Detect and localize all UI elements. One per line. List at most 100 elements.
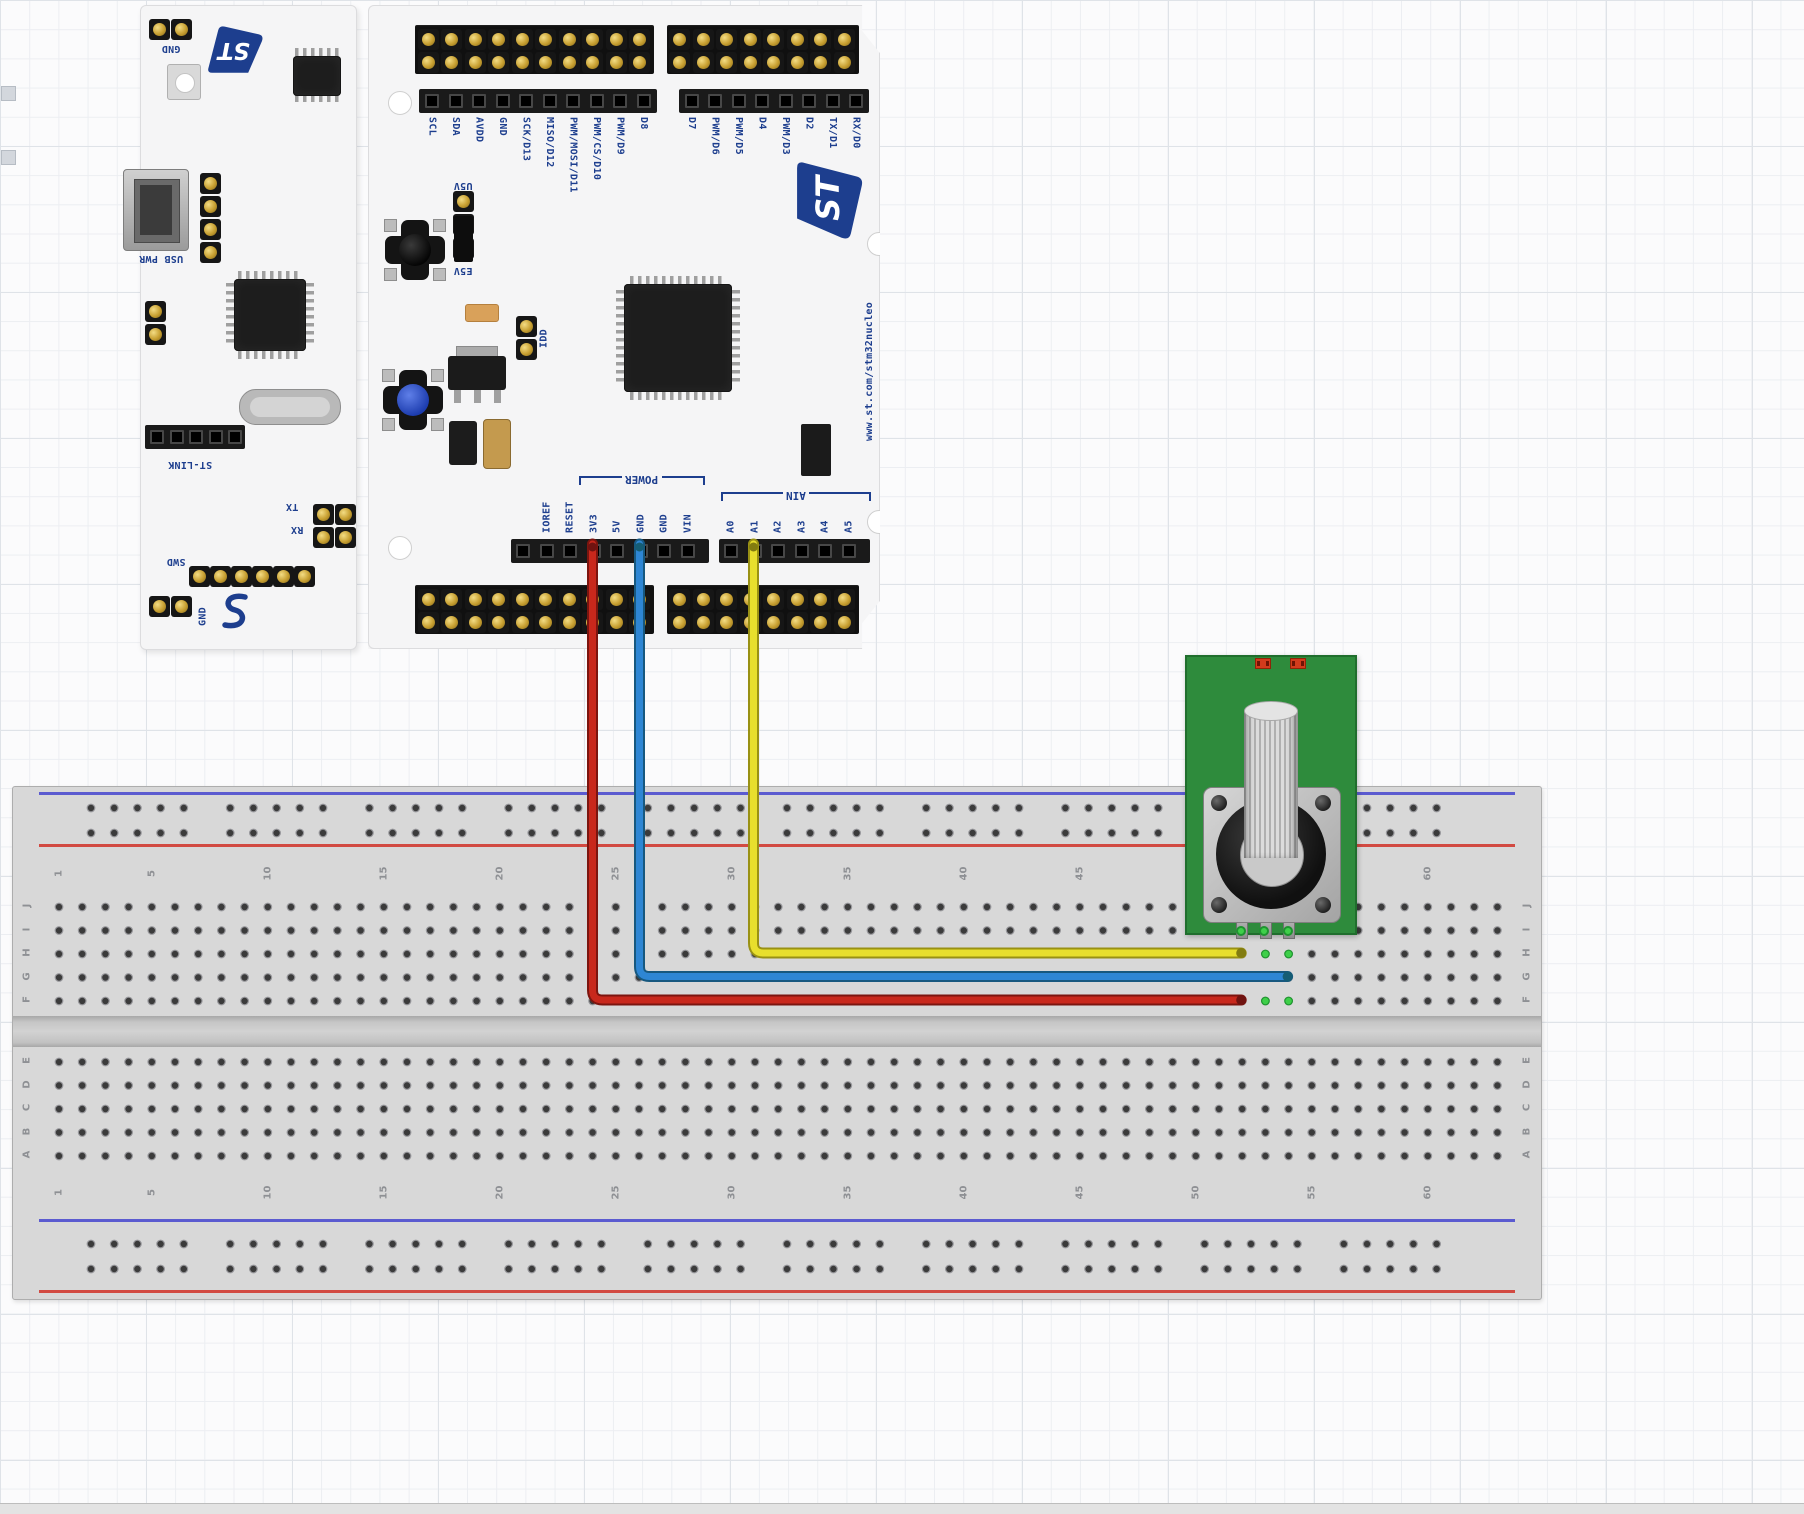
morpho-header-top-right-pin[interactable] bbox=[833, 28, 855, 50]
morpho-header-bottom-left-pin[interactable] bbox=[558, 612, 580, 633]
stlink-pin[interactable] bbox=[293, 565, 315, 587]
morpho-header-bottom-left-pin[interactable] bbox=[535, 612, 556, 633]
breadboard-hole[interactable] bbox=[124, 996, 133, 1006]
breadboard-hole[interactable] bbox=[425, 973, 435, 982]
breadboard-hole[interactable] bbox=[750, 1081, 760, 1090]
breadboard-hole[interactable] bbox=[1423, 1057, 1433, 1067]
breadboard-hole[interactable] bbox=[54, 949, 64, 959]
breadboard-hole[interactable] bbox=[843, 1151, 853, 1161]
breadboard-hole[interactable] bbox=[147, 1151, 157, 1161]
breadboard-hole[interactable] bbox=[263, 1128, 273, 1137]
breadboard-hole[interactable] bbox=[77, 949, 87, 959]
breadboard-hole[interactable] bbox=[411, 1239, 421, 1249]
breadboard-hole[interactable] bbox=[124, 1057, 133, 1067]
stlink-pin[interactable] bbox=[334, 503, 356, 525]
breadboard-hole[interactable] bbox=[54, 1081, 64, 1090]
breadboard-hole[interactable] bbox=[681, 1128, 690, 1137]
breadboard-hole[interactable] bbox=[216, 973, 226, 982]
breadboard-hole[interactable] bbox=[527, 1239, 537, 1249]
breadboard-hole[interactable] bbox=[820, 1104, 829, 1114]
breadboard-hole[interactable] bbox=[866, 1057, 876, 1067]
morpho-header-top-left-pin[interactable] bbox=[605, 28, 627, 50]
breadboard-hole[interactable] bbox=[657, 1057, 667, 1067]
stlink-pin[interactable] bbox=[272, 565, 294, 587]
breadboard-hole[interactable] bbox=[1098, 1057, 1108, 1067]
breadboard-hole[interactable] bbox=[611, 1081, 621, 1090]
breadboard-hole[interactable] bbox=[1307, 1104, 1317, 1114]
breadboard-hole[interactable] bbox=[495, 996, 505, 1006]
breadboard-hole[interactable] bbox=[379, 1128, 389, 1137]
breadboard-hole[interactable] bbox=[1330, 1081, 1340, 1090]
breadboard-hole[interactable] bbox=[193, 1151, 203, 1161]
breadboard-hole[interactable] bbox=[1330, 1128, 1340, 1137]
breadboard-hole[interactable] bbox=[1191, 1081, 1201, 1090]
breadboard-hole[interactable] bbox=[356, 996, 366, 1006]
stlink-pin[interactable] bbox=[170, 595, 192, 617]
breadboard-hole[interactable] bbox=[1423, 949, 1433, 959]
breadboard-hole[interactable] bbox=[449, 949, 458, 959]
breadboard-hole[interactable] bbox=[573, 1239, 583, 1249]
breadboard-hole[interactable] bbox=[286, 1128, 296, 1137]
breadboard-hole[interactable] bbox=[457, 1239, 467, 1249]
breadboard-hole[interactable] bbox=[1376, 949, 1386, 959]
breadboard-hole[interactable] bbox=[1260, 1081, 1270, 1090]
breadboard-hole[interactable] bbox=[495, 1151, 505, 1161]
breadboard-hole[interactable] bbox=[124, 1128, 133, 1137]
breadboard-hole[interactable] bbox=[913, 1104, 922, 1114]
breadboard-hole[interactable] bbox=[411, 828, 421, 838]
morpho-header-top-right-pin[interactable] bbox=[833, 52, 855, 73]
breadboard-hole[interactable] bbox=[727, 1104, 737, 1114]
digital-header-left-socket[interactable] bbox=[472, 94, 486, 108]
breadboard-hole[interactable] bbox=[968, 1239, 977, 1249]
morpho-header-bottom-left-pin[interactable] bbox=[558, 588, 580, 610]
power-header-socket[interactable] bbox=[657, 544, 671, 558]
breadboard-hole[interactable] bbox=[913, 1151, 922, 1161]
breadboard-hole[interactable] bbox=[263, 996, 273, 1006]
breadboard-hole[interactable] bbox=[1144, 1104, 1154, 1114]
breadboard-hole[interactable] bbox=[1330, 949, 1340, 959]
breadboard-hole[interactable] bbox=[225, 803, 235, 813]
breadboard-hole[interactable] bbox=[356, 902, 366, 912]
breadboard-hole[interactable] bbox=[1307, 1151, 1317, 1161]
morpho-header-bottom-right-pin[interactable] bbox=[763, 612, 784, 633]
breadboard-hole[interactable] bbox=[704, 1128, 713, 1137]
breadboard-hole[interactable] bbox=[527, 828, 537, 838]
morpho-header-top-left-pin[interactable] bbox=[488, 52, 509, 73]
breadboard-hole[interactable] bbox=[402, 1104, 412, 1114]
breadboard-hole[interactable] bbox=[773, 1081, 783, 1090]
breadboard-hole[interactable] bbox=[1446, 926, 1456, 935]
digital-header-right-socket[interactable] bbox=[731, 94, 746, 108]
breadboard-hole[interactable] bbox=[495, 973, 505, 982]
breadboard-hole[interactable] bbox=[356, 949, 366, 959]
breadboard-hole[interactable] bbox=[402, 1057, 412, 1067]
breadboard-hole[interactable] bbox=[773, 1057, 783, 1067]
breadboard-hole[interactable] bbox=[1330, 996, 1340, 1006]
breadboard-hole[interactable] bbox=[1237, 1104, 1247, 1114]
breadboard-hole[interactable] bbox=[263, 902, 273, 912]
breadboard-hole[interactable] bbox=[1029, 1081, 1038, 1090]
breadboard-hole[interactable] bbox=[77, 1081, 87, 1090]
breadboard-hole[interactable] bbox=[1237, 1057, 1247, 1067]
breadboard-hole[interactable] bbox=[657, 1104, 667, 1114]
breadboard-hole[interactable] bbox=[86, 1239, 96, 1249]
morpho-header-top-left-pin[interactable] bbox=[511, 52, 533, 73]
breadboard-hole[interactable] bbox=[77, 1057, 87, 1067]
breadboard-hole[interactable] bbox=[425, 949, 435, 959]
breadboard-hole[interactable] bbox=[565, 1104, 574, 1114]
breadboard-hole[interactable] bbox=[541, 926, 551, 935]
breadboard-hole[interactable] bbox=[959, 1128, 969, 1137]
breadboard-hole[interactable] bbox=[193, 996, 203, 1006]
breadboard-hole[interactable] bbox=[263, 1057, 273, 1067]
morpho-header-bottom-right-pin[interactable] bbox=[692, 612, 714, 633]
breadboard-hole[interactable] bbox=[1307, 1128, 1317, 1137]
breadboard-hole[interactable] bbox=[77, 973, 87, 982]
breadboard-hole[interactable] bbox=[216, 996, 226, 1006]
stlink-pin[interactable] bbox=[209, 565, 231, 587]
breadboard-hole[interactable] bbox=[1400, 1151, 1409, 1161]
morpho-header-top-right-pin[interactable] bbox=[716, 52, 737, 73]
breadboard-hole[interactable] bbox=[333, 1081, 342, 1090]
breadboard-hole[interactable] bbox=[425, 1151, 435, 1161]
breadboard-hole[interactable] bbox=[379, 1151, 389, 1161]
stlink-pin[interactable] bbox=[170, 18, 192, 40]
morpho-header-top-left-pin[interactable] bbox=[535, 52, 556, 73]
